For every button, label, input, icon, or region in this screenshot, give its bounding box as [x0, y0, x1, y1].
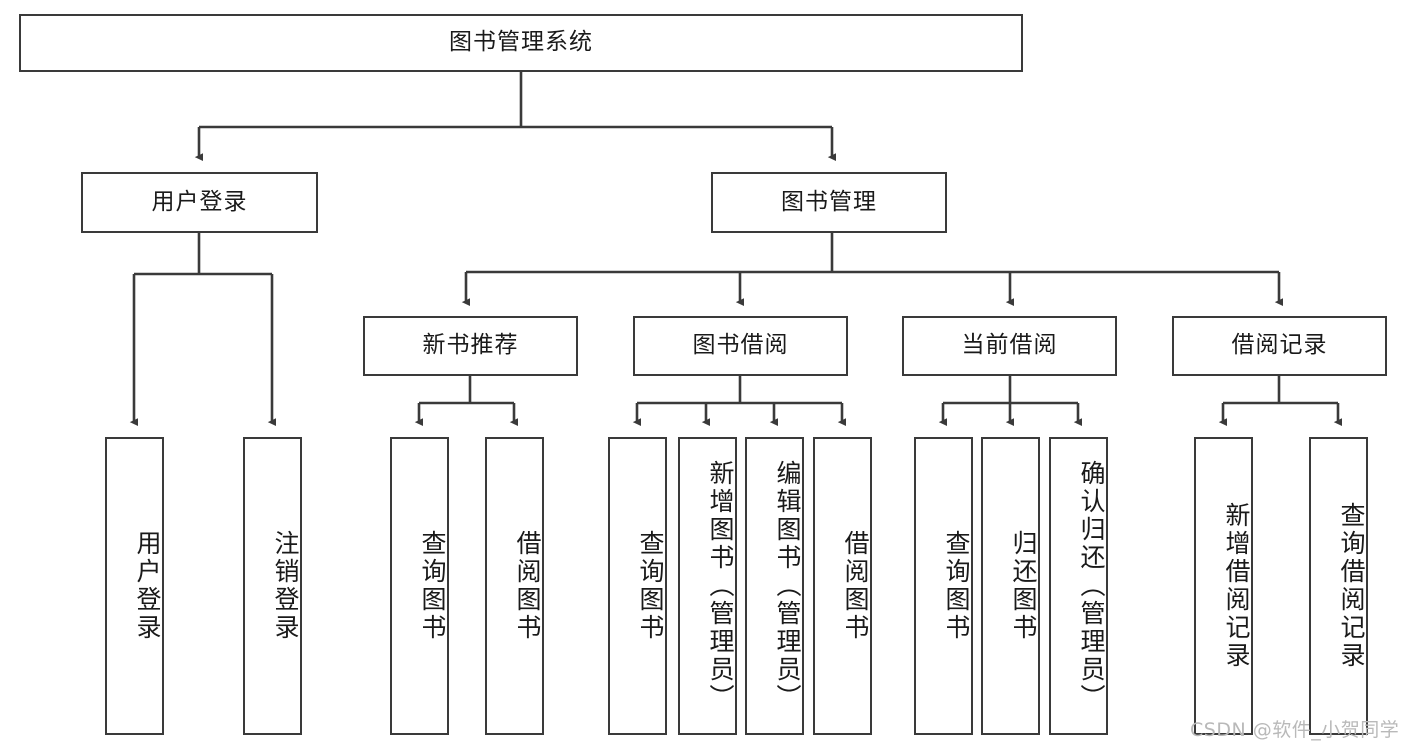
- node-label: 查询图书: [636, 530, 665, 642]
- node-new-book-recommendation[interactable]: 新书推荐: [363, 316, 578, 376]
- node-label: 当前借阅: [961, 332, 1058, 359]
- node-label: 查询图书: [942, 530, 971, 642]
- leaf-user-login-login[interactable]: 用户登录: [105, 437, 164, 735]
- node-label: 图书管理系统: [449, 29, 593, 56]
- leaf-borrow-edit-book-admin[interactable]: 编辑图书（管理员）: [745, 437, 804, 735]
- node-label: 借阅图书: [841, 530, 870, 642]
- node-label: 编辑图书（管理员）: [773, 460, 802, 712]
- node-book-management-system[interactable]: 图书管理系统: [19, 14, 1023, 72]
- node-label: 查询借阅记录: [1337, 502, 1366, 670]
- leaf-new-book-query-books[interactable]: 查询图书: [390, 437, 449, 735]
- node-label: 用户登录: [133, 530, 162, 642]
- leaf-current-confirm-return-admin[interactable]: 确认归还（管理员）: [1049, 437, 1108, 735]
- node-book-borrowing[interactable]: 图书借阅: [633, 316, 848, 376]
- node-label: 图书借阅: [692, 332, 789, 359]
- node-label: 归还图书: [1009, 530, 1038, 642]
- leaf-borrow-borrow-books[interactable]: 借阅图书: [813, 437, 872, 735]
- node-label: 新书推荐: [422, 332, 519, 359]
- node-label: 新增借阅记录: [1222, 502, 1251, 670]
- csdn-watermark: CSDN @软件_小贺同学: [1190, 719, 1400, 741]
- leaf-user-login-logout[interactable]: 注销登录: [243, 437, 302, 735]
- leaf-record-query-borrow-record[interactable]: 查询借阅记录: [1309, 437, 1368, 735]
- node-label: 借阅图书: [513, 530, 542, 642]
- node-label: 用户登录: [151, 188, 248, 215]
- leaf-new-book-borrow-books[interactable]: 借阅图书: [485, 437, 544, 735]
- leaf-record-add-borrow-record[interactable]: 新增借阅记录: [1194, 437, 1253, 735]
- node-label: 借阅记录: [1231, 332, 1328, 359]
- node-label: 确认归还（管理员）: [1077, 460, 1106, 712]
- leaf-borrow-add-book-admin[interactable]: 新增图书（管理员）: [678, 437, 737, 735]
- leaf-current-query-books[interactable]: 查询图书: [914, 437, 973, 735]
- node-label: 查询图书: [418, 530, 447, 642]
- node-borrowing-record[interactable]: 借阅记录: [1172, 316, 1387, 376]
- node-current-borrowing[interactable]: 当前借阅: [902, 316, 1117, 376]
- node-user-login[interactable]: 用户登录: [81, 172, 318, 233]
- leaf-borrow-query-books[interactable]: 查询图书: [608, 437, 667, 735]
- node-label: 图书管理: [781, 188, 877, 215]
- leaf-current-return-books[interactable]: 归还图书: [981, 437, 1040, 735]
- node-book-management[interactable]: 图书管理: [711, 172, 947, 233]
- node-label: 注销登录: [271, 530, 300, 642]
- node-label: 新增图书（管理员）: [706, 460, 735, 712]
